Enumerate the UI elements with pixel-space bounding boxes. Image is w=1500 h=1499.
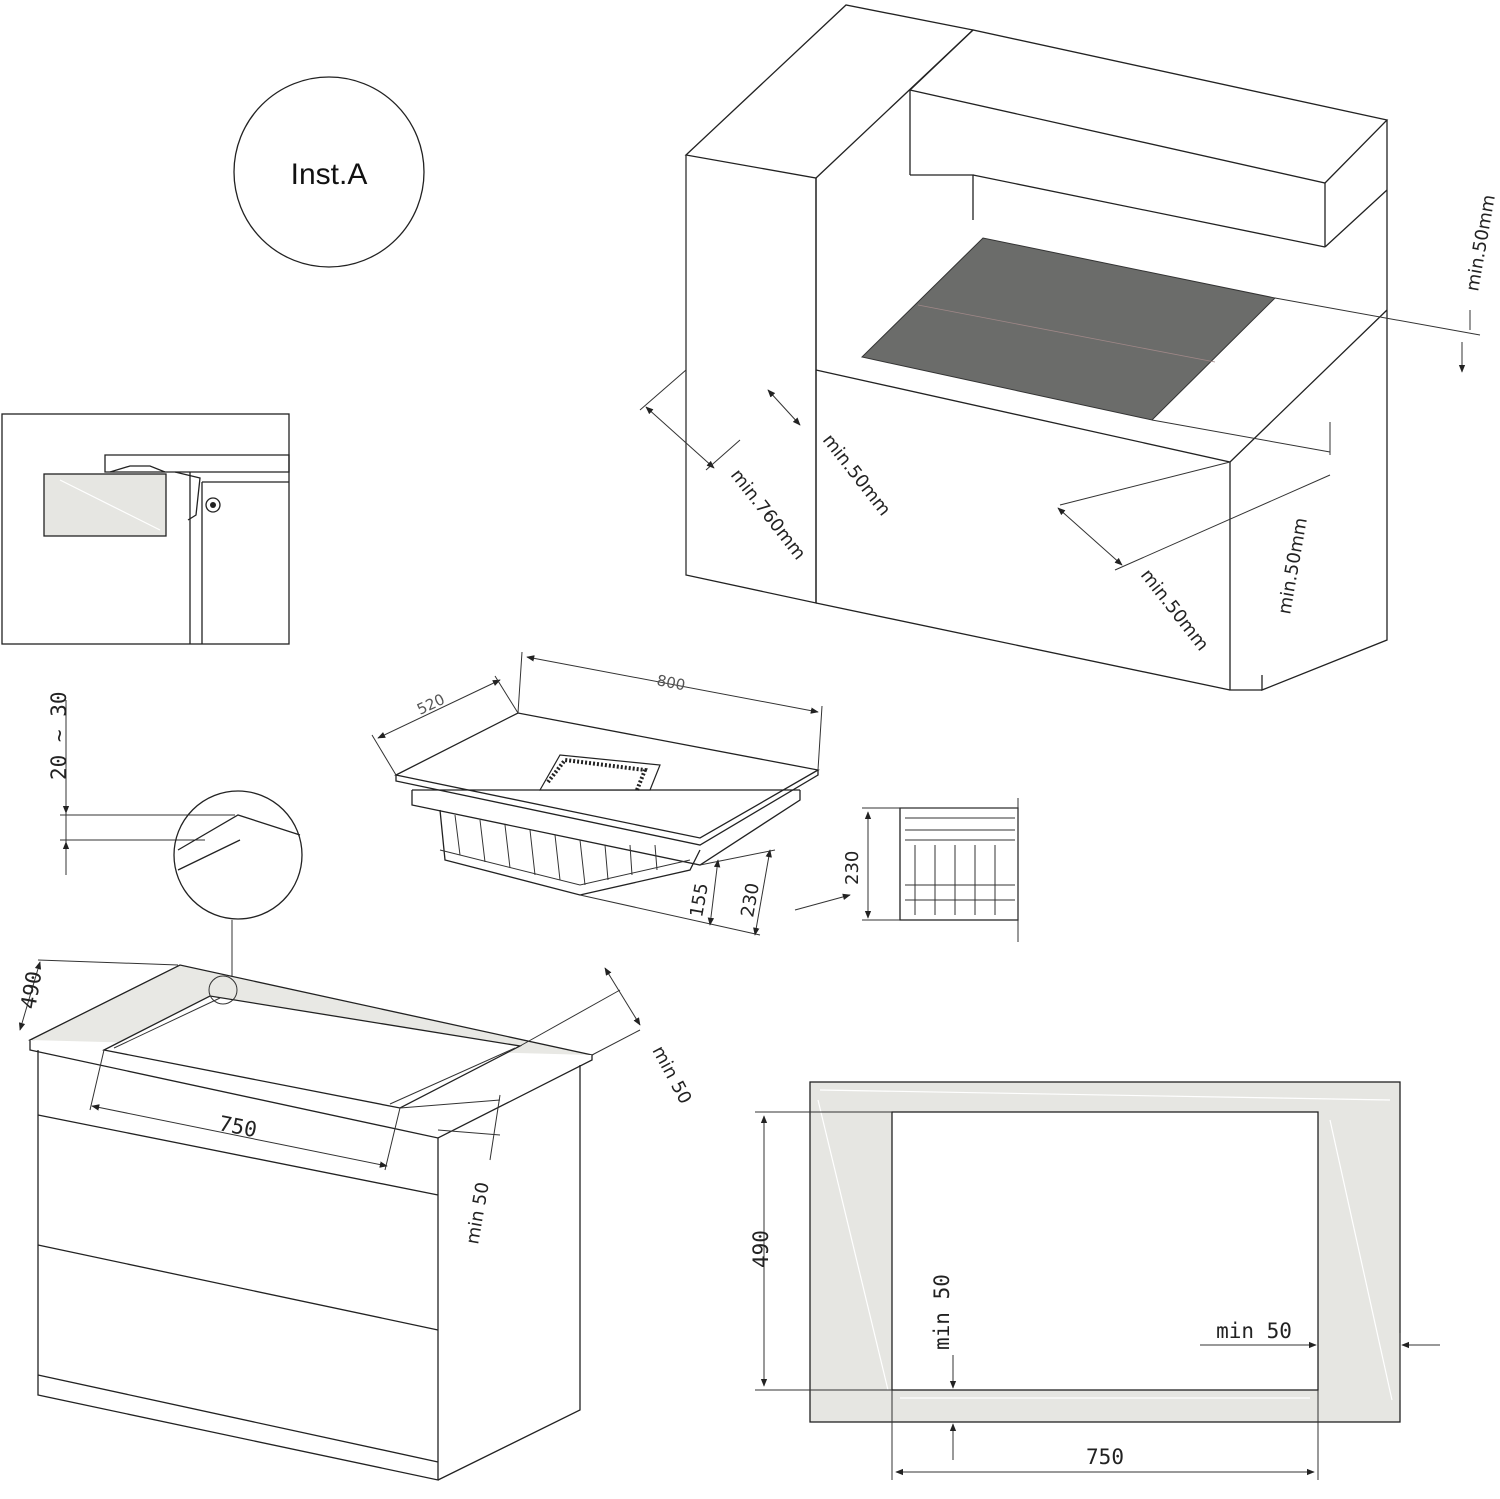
dim-unit-depth: 520 <box>414 690 448 718</box>
inst-label-text: Inst.A <box>291 158 368 191</box>
dim-cutout-height: 490 <box>749 1230 773 1268</box>
dim-side-height: 230 <box>842 851 863 885</box>
dim-min-50-right-side: min.50mm <box>1274 516 1312 616</box>
edge-detail: 20 ~ 30 <box>47 691 303 986</box>
dim-min-50-front: min.50mm <box>818 430 895 520</box>
clamp-detail <box>1 413 290 645</box>
dim-min-760: min.760mm <box>726 465 810 564</box>
unit-side-view: 230 <box>794 798 1019 942</box>
dim-worktop-min-front: min 50 <box>462 1181 494 1246</box>
inst-label: Inst.A <box>233 76 425 268</box>
dim-worktop-min-side: min 50 <box>648 1042 696 1107</box>
dim-worktop-depth: 490 <box>16 969 46 1011</box>
dim-recess: 20 ~ 30 <box>47 691 71 780</box>
unit-isometric: 520 800 155 230 <box>371 651 823 936</box>
dim-unit-h-inner: 155 <box>686 881 713 918</box>
dim-min-50-right-front: min.50mm <box>1136 565 1213 655</box>
dim-unit-h-total: 230 <box>737 881 764 918</box>
dim-unit-width: 800 <box>655 671 687 694</box>
cutout-plan: 490 750 min 50 min 50 <box>749 1081 1440 1480</box>
dim-cutout-min-right: min 50 <box>1216 1319 1292 1343</box>
dim-cutout-min-bottom: min 50 <box>930 1274 954 1350</box>
dim-min-50-back: min.50mm <box>1462 193 1500 293</box>
dim-cutout-width: 750 <box>1086 1445 1124 1469</box>
hob-glass <box>860 237 1277 421</box>
cabinet-isometric: min.760mm min.50mm min.50mm min.50mm min… <box>639 4 1500 691</box>
dim-worktop-width: 750 <box>217 1111 259 1142</box>
worktop-cabinet: 490 750 min 50 min 50 <box>16 959 696 1481</box>
